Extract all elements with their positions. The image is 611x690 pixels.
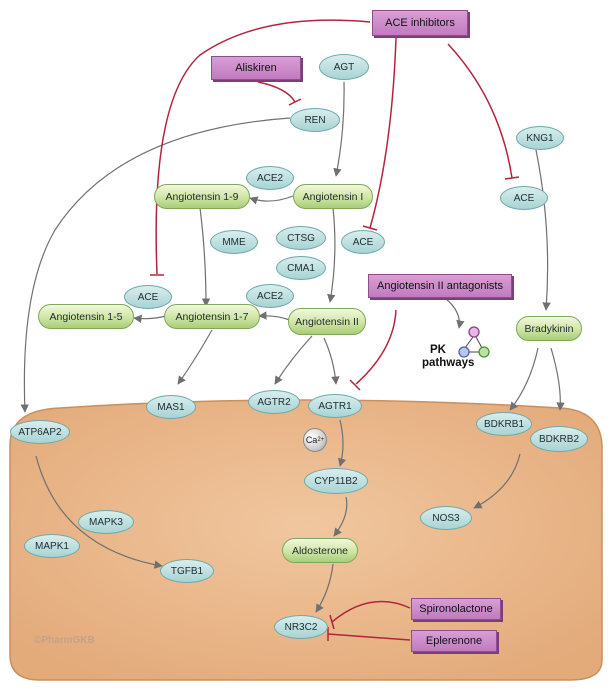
- mas1-protein[interactable]: MAS1: [146, 395, 196, 419]
- ctsg-protein[interactable]: CTSG: [276, 226, 326, 250]
- edge-angiotensin-i-ii: [327, 207, 336, 303]
- calcium-charge: 2+: [317, 437, 325, 443]
- calcium-symbol: Ca: [305, 435, 318, 445]
- inhibit-spironolactone-nr3c2: [331, 600, 411, 623]
- inhibit-eplerenone-nr3c2: [327, 633, 411, 641]
- bdkrb2-protein[interactable]: BDKRB2: [530, 426, 588, 452]
- pk-label-line2: pathways: [422, 357, 475, 369]
- pk-pathways-icon: [458, 326, 490, 358]
- mapk1-protein[interactable]: MAPK1: [24, 534, 80, 558]
- edge-1-7-to-1-5: [133, 314, 167, 324]
- spironolactone-drug[interactable]: Spironolactone: [411, 598, 501, 620]
- aldosterone-metabolite[interactable]: Aldosterone: [282, 538, 358, 563]
- edge-1-9-to-1-7: [199, 207, 211, 307]
- bradykinin-metabolite[interactable]: Bradykinin: [516, 316, 582, 341]
- eplerenone-drug[interactable]: Eplerenone: [411, 630, 497, 652]
- inhibit-ace-inhibitors-right: [447, 43, 513, 179]
- edge-cyp11b2-to-aldosterone: [333, 496, 348, 537]
- ace2-protein-top[interactable]: ACE2: [246, 166, 294, 190]
- mme-protein[interactable]: MME: [210, 230, 258, 254]
- ace2-protein-mid[interactable]: ACE2: [246, 284, 294, 308]
- ren-protein[interactable]: REN: [290, 108, 340, 132]
- bdkrb1-protein[interactable]: BDKRB1: [476, 412, 532, 436]
- edge-1-7-to-mas1: [177, 329, 213, 385]
- agtr1-protein[interactable]: AGTR1: [308, 394, 362, 418]
- ace-protein-left[interactable]: ACE: [124, 285, 172, 309]
- tgfb1-protein[interactable]: TGFB1: [160, 559, 214, 583]
- edge-angiotensin-i-1-9: [249, 195, 294, 205]
- pk-pathways-label[interactable]: PK pathways: [422, 344, 474, 370]
- angiotensin-i-metabolite[interactable]: Angiotensin I: [293, 184, 373, 209]
- agt-protein[interactable]: AGT: [319, 54, 369, 80]
- copyright-watermark: ©PharmGKB: [34, 635, 95, 646]
- angiotensin-1-5-metabolite[interactable]: Angiotensin 1-5: [38, 304, 134, 329]
- nr3c2-protein[interactable]: NR3C2: [274, 615, 328, 639]
- kng1-protein[interactable]: KNG1: [516, 126, 564, 150]
- pk-label-line1: PK: [430, 344, 446, 356]
- edge-agt-angiotensin-i: [333, 81, 345, 177]
- mapk3-protein[interactable]: MAPK3: [78, 510, 134, 534]
- agtr2-protein[interactable]: AGTR2: [248, 390, 300, 414]
- cma1-protein[interactable]: CMA1: [276, 256, 326, 280]
- edge-aldosterone-to-nr3c2: [315, 563, 334, 613]
- nos3-protein[interactable]: NOS3: [420, 506, 472, 530]
- ace-protein-right[interactable]: ACE: [500, 186, 548, 210]
- edge-ii-to-1-7: [258, 311, 291, 321]
- atp6ap2-protein[interactable]: ATP6AP2: [10, 420, 70, 444]
- edge-ren-to-atp6ap2: [20, 117, 291, 413]
- angiotensin-1-7-metabolite[interactable]: Angiotensin 1-7: [164, 304, 260, 329]
- angiotensin-ii-metabolite[interactable]: Angiotensin II: [288, 308, 366, 335]
- edge-ii-to-agtr1: [323, 337, 340, 385]
- inhibit-aliskiren-ren: [257, 81, 296, 103]
- edge-atp6ap2-to-tgfb1: [35, 455, 163, 569]
- edge-bdkrb1-to-nos3: [473, 453, 521, 509]
- edge-kng1-to-bradykinin: [535, 149, 551, 311]
- inhibit-antagonists-agtr1: [355, 309, 397, 385]
- edge-antagonists-to-pk: [444, 297, 465, 329]
- edge-bradykinin-to-bdkrb1: [509, 347, 539, 411]
- angiotensin-1-9-metabolite[interactable]: Angiotensin 1-9: [154, 184, 250, 209]
- aliskiren-drug[interactable]: Aliskiren: [211, 56, 301, 80]
- angiotensin-ii-antagonists-drug[interactable]: Angiotensin II antagonists: [368, 274, 512, 298]
- cyp11b2-protein[interactable]: CYP11B2: [304, 468, 368, 494]
- inhibit-ace-inhibitors-left: [155, 19, 371, 275]
- edge-agtr1-to-cyp11b2: [338, 419, 347, 467]
- edge-bradykinin-to-bdkrb2: [550, 347, 565, 411]
- ace-protein-center[interactable]: ACE: [341, 230, 385, 254]
- inhibit-ace-inhibitors-center: [369, 37, 397, 229]
- edge-ii-to-agtr2: [274, 335, 313, 385]
- ace-inhibitors-drug[interactable]: ACE inhibitors: [372, 10, 468, 36]
